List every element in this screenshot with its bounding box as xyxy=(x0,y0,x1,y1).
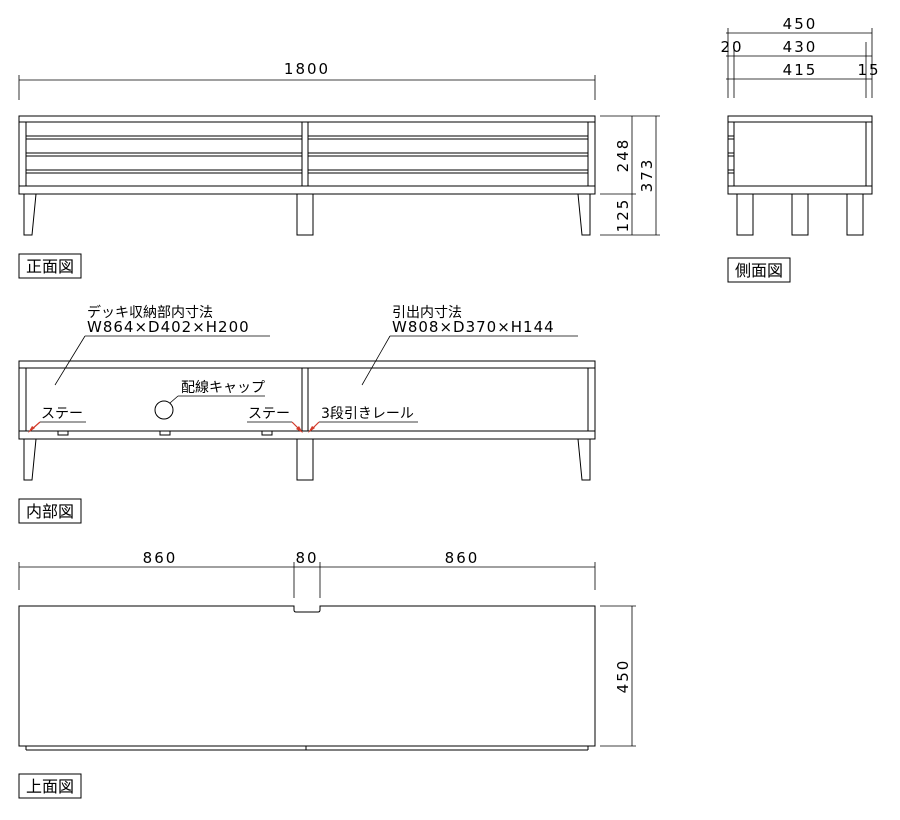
front-leg-height-label: 125 xyxy=(614,198,632,233)
front-leg-right xyxy=(577,193,591,236)
top-panel xyxy=(18,605,596,747)
interior-leg-center xyxy=(296,438,314,481)
front-right-drawer xyxy=(308,135,588,174)
side-offset-label: 20 xyxy=(720,38,743,56)
side-leg-back xyxy=(846,193,864,236)
side-leg-middle xyxy=(791,193,809,236)
front-view-title: 正面図 xyxy=(26,257,74,276)
top-depth-label: 450 xyxy=(614,659,632,694)
side-gap-label: 15 xyxy=(857,61,880,79)
interior-body xyxy=(18,360,596,440)
cable-cap-label: 配線キャップ xyxy=(181,380,265,396)
side-view: 450 20 430 415 15 側面図 xyxy=(720,15,880,283)
interior-view-title: 内部図 xyxy=(26,502,74,521)
front-total-height-label: 373 xyxy=(638,158,656,193)
side-body xyxy=(727,115,873,195)
top-right-width-label: 860 xyxy=(445,549,480,567)
interior-leg-right xyxy=(577,438,591,481)
side-inner-label: 430 xyxy=(783,38,818,56)
deck-interior-dims: W864×D402×H200 xyxy=(87,318,250,336)
drawer-interior-dims: W808×D370×H144 xyxy=(392,318,555,336)
drawer-interior-title: 引出内寸法 xyxy=(392,305,462,321)
front-leg-left xyxy=(23,193,37,236)
top-view: 860 80 860 450 上面図 xyxy=(18,549,636,799)
deck-interior-title: デッキ収納部内寸法 xyxy=(87,304,213,321)
cable-cap-hole xyxy=(154,400,174,420)
front-left-drawer xyxy=(26,135,302,174)
top-left-width-label: 860 xyxy=(143,549,178,567)
top-center-width-label: 80 xyxy=(295,549,318,567)
top-view-title: 上面図 xyxy=(26,777,74,796)
front-width-label: 1800 xyxy=(284,60,330,78)
stay-left-label: ステー xyxy=(41,406,83,422)
rail-label: 3段引きレール xyxy=(321,406,414,422)
front-leg-center xyxy=(296,193,314,236)
side-depth-label: 450 xyxy=(783,15,818,33)
interior-leg-left xyxy=(23,438,37,481)
stay-right-label: ステー xyxy=(248,406,290,422)
side-drawer-label: 415 xyxy=(783,61,818,79)
front-body xyxy=(18,115,596,195)
front-body-height-label: 248 xyxy=(614,138,632,173)
front-view: 1800 xyxy=(18,60,660,279)
side-view-title: 側面図 xyxy=(735,261,783,280)
interior-view: デッキ収納部内寸法 W864×D402×H200 引出内寸法 W808×D370… xyxy=(18,304,596,524)
side-leg-front xyxy=(736,193,754,236)
